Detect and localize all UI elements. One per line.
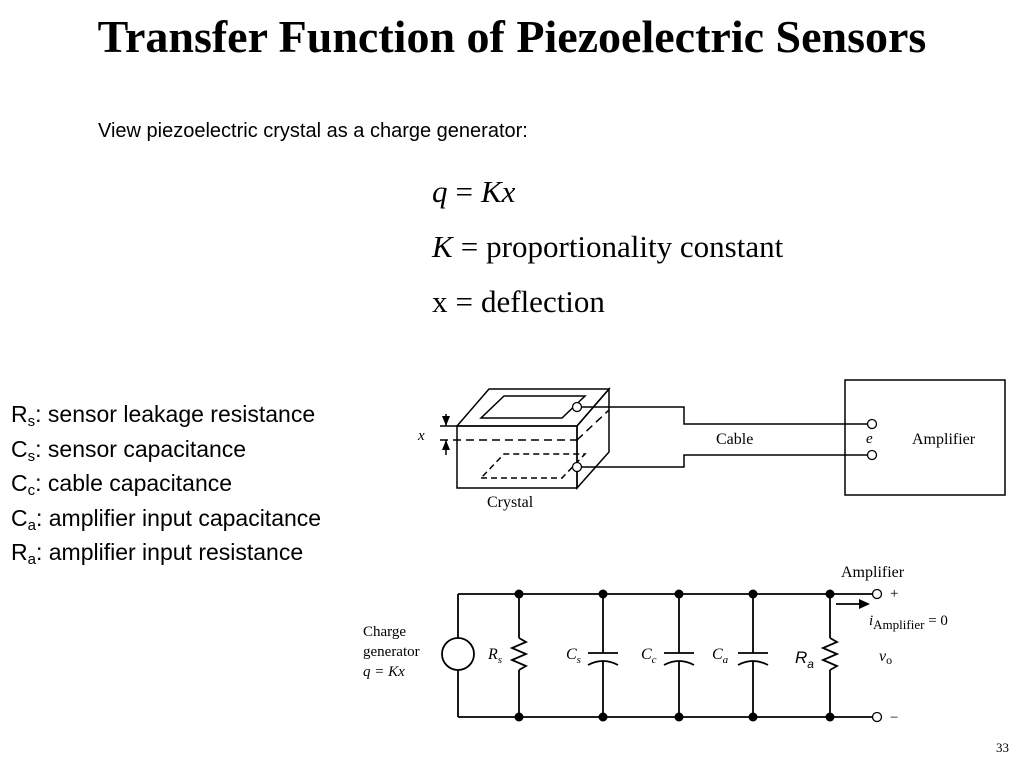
ca-plate-bottom [737,660,769,666]
eq1-rhs: Kx [480,174,516,209]
eq2-rhs: proportionality constant [486,229,784,264]
eq2-op: = [460,229,479,264]
circuit-amplifier-label: Amplifier [841,564,905,581]
output-terminal-minus [871,711,883,723]
voltage-e-label: e [866,431,873,447]
def-symbol: C [11,504,28,531]
definition-cc: Cc: cable capacitance [11,466,321,501]
node-rs-top [514,589,524,599]
definition-cs: Cs: sensor capacitance [11,432,321,467]
equation-x-definition: x=deflection [432,284,605,320]
amp-terminal-bottom [866,449,878,461]
eq1-lhs: q [432,174,448,209]
charge-generator-label-1: Charge [363,624,406,640]
definition-rs: Rs: sensor leakage resistance [11,397,321,432]
cc-plate-bottom [663,660,695,666]
def-symbol: R [11,401,28,427]
node-ca-top [748,589,758,599]
cable-wire-bottom [577,454,845,468]
def-symbol: C [11,470,28,496]
page-number: 33 [996,740,1009,755]
amplifier-box [844,379,1006,496]
def-symbol: C [11,435,28,462]
def-text: : amplifier input capacitance [35,504,322,531]
output-terminal-plus [871,588,883,600]
node-rs-bottom [514,712,524,722]
current-arrowhead [859,599,870,609]
equation-charge: q=Kx [432,174,515,210]
eq2-lhs: K [432,229,453,264]
crystal-label: Crystal [487,494,534,511]
terminal-bottom [571,461,583,473]
ra-resistor [820,637,840,671]
eq1-op: = [455,174,473,209]
def-subscript: s [27,413,36,430]
ca-label: Ca [712,646,729,666]
eq3-lhs: x [432,284,448,319]
crystal-side-face [576,386,610,490]
slide-subtitle: View piezoelectric crystal as a charge g… [98,120,528,142]
def-text: : cable capacitance [35,470,233,496]
arrowhead-up [442,440,450,450]
node-cc-bottom [674,712,684,722]
dim-line-upper-side [576,409,610,441]
rs-resistor [509,637,529,671]
node-ca-bottom [748,712,758,722]
charge-generator-symbol [441,637,475,671]
plus-label: + [890,586,898,602]
eq3-op: = [455,284,473,319]
node-ra-bottom [825,712,835,722]
top-electrode [479,395,587,419]
def-subscript: a [27,551,36,568]
node-cs-top [598,589,608,599]
ra-label: Ra [795,648,814,671]
arrowhead-down [442,416,450,426]
crystal-front-face [456,425,578,489]
def-subscript: s [27,447,36,465]
amp-terminal-top [866,418,878,430]
terminal-top [571,401,583,413]
charge-generator-equation: q = Kx [363,664,405,680]
def-text: : sensor capacitance [35,435,247,462]
node-cs-bottom [598,712,608,722]
slide-title: Transfer Function of Piezoelectric Senso… [97,11,927,62]
node-ra-top [825,589,835,599]
def-subscript: a [27,516,36,534]
cable-wire-top [577,406,845,425]
rs-label: Rs [487,646,502,666]
amplifier-current-label: iAmplifier = 0 [869,613,948,632]
amplifier-label: Amplifier [912,431,976,448]
deflection-label: x [417,428,425,444]
output-voltage-label: vo [879,648,892,667]
cable-label: Cable [716,431,753,448]
bottom-electrode [479,453,587,479]
cs-plate-bottom [587,660,619,666]
def-text: : sensor leakage resistance [35,401,316,427]
symbol-definitions: Rs: sensor leakage resistance Cs: sensor… [11,397,321,570]
def-subscript: c [27,482,36,499]
cc-label: Cc [641,646,657,666]
crystal-top-face [455,388,611,427]
definition-ra: Ra: amplifier input resistance [11,535,321,570]
equation-k-definition: K=proportionality constant [432,229,783,265]
def-symbol: R [11,539,28,565]
eq3-rhs: deflection [480,284,605,319]
charge-generator-label-2: generator [363,644,420,660]
cs-label: Cs [566,646,581,666]
node-cc-top [674,589,684,599]
def-text: : amplifier input resistance [35,539,304,565]
definition-ca: Ca: amplifier input capacitance [11,501,321,536]
minus-label: − [890,710,898,726]
